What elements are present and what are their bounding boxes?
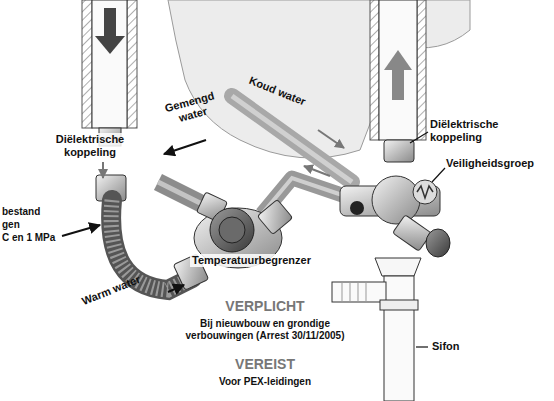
note-text: Bij nieuwbouw en grondige verbouwingen (… [170, 318, 360, 341]
hose-spec-label: C en 1 MPa [2, 232, 55, 244]
coupling-label: Diëlektrische koppeling [42, 133, 138, 158]
part-label: Sifon [432, 340, 460, 353]
hose-spec-label: gen [2, 219, 20, 231]
note-text: Voor PEX-leidingen [170, 376, 360, 388]
note-heading: VEREIST [170, 356, 360, 372]
note-heading: VERPLICHT [170, 298, 360, 314]
part-label: Veiligheidsgroep [446, 157, 534, 170]
coupling-label: Diëlektrische koppeling [430, 118, 530, 143]
part-label: Temperatuurbegrenzer [190, 254, 313, 267]
hose-spec-label: bestand [2, 206, 40, 218]
flow-label: Warm water [80, 273, 142, 308]
